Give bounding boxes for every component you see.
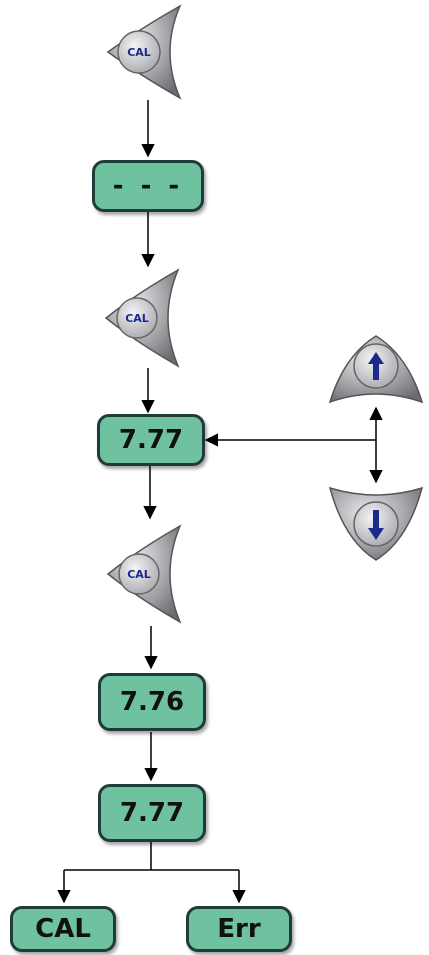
display-value-776: 7.76 <box>98 673 206 731</box>
display-cal-result: CAL <box>10 906 116 952</box>
display-err-result: Err <box>186 906 292 952</box>
cal-key-icon: CAL <box>108 526 180 622</box>
cal-key-icon: CAL <box>106 270 178 366</box>
down-arrow-key-icon <box>330 488 422 560</box>
cal-key-label: CAL <box>127 568 151 581</box>
cal-key-label: CAL <box>127 46 151 59</box>
display-dashes: - - - <box>92 160 204 212</box>
display-value-777-confirm: 7.77 <box>98 784 206 842</box>
cal-key-icon: CAL <box>108 6 180 98</box>
cal-key-label: CAL <box>125 312 149 325</box>
up-arrow-key-icon <box>330 336 422 402</box>
branch-connector <box>64 842 239 902</box>
display-value-777: 7.77 <box>97 414 205 466</box>
